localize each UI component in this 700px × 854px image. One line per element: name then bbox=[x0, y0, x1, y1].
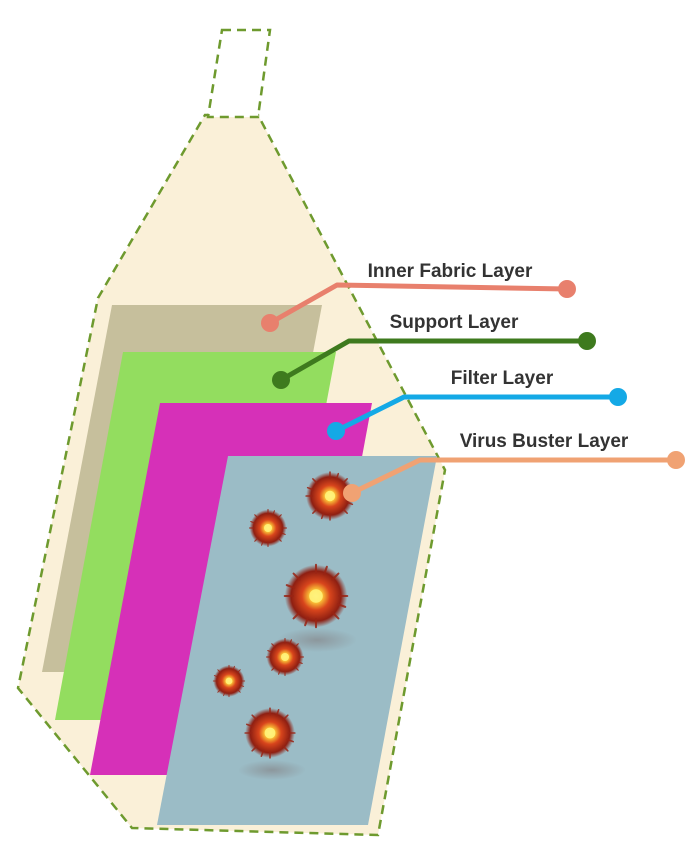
inner-fabric-label: Inner Fabric Layer bbox=[368, 261, 533, 282]
virus-icon bbox=[265, 637, 305, 677]
virus-group bbox=[212, 471, 357, 780]
virus-icon bbox=[212, 664, 246, 698]
virus-icon bbox=[248, 508, 288, 548]
callout-inner-fabric: Inner Fabric Layer bbox=[261, 261, 576, 332]
filter-label: Filter Layer bbox=[451, 368, 554, 389]
callout-support: Support Layer bbox=[272, 312, 596, 389]
mask-neck bbox=[206, 28, 272, 119]
virus-icon bbox=[244, 707, 296, 759]
callout-filter: Filter Layer bbox=[327, 368, 627, 440]
callout-virus-buster: Virus Buster Layer bbox=[343, 431, 685, 502]
support-label: Support Layer bbox=[390, 312, 519, 333]
virus-icon bbox=[283, 563, 349, 629]
virus-buster-label: Virus Buster Layer bbox=[460, 431, 629, 452]
